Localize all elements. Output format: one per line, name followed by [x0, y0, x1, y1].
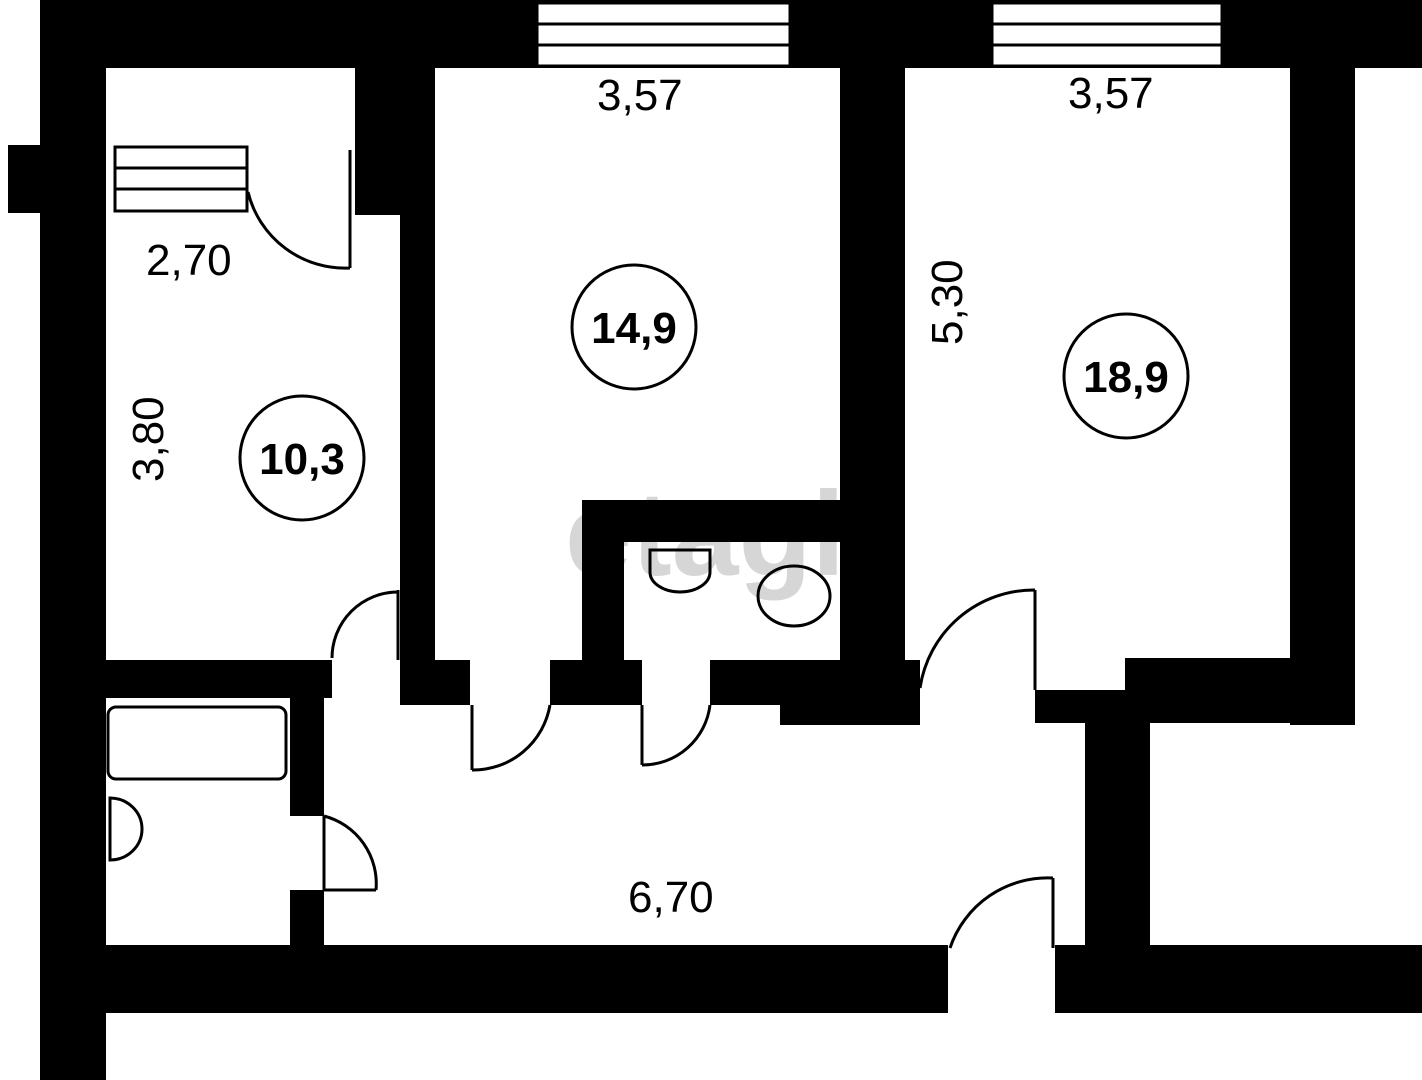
wall-middle-right [840, 60, 905, 720]
dim-right-height: 5,30 [923, 259, 972, 345]
dim-right-width: 3,57 [1068, 69, 1154, 118]
toilet-icon [756, 564, 832, 628]
wall-bottom-right [1055, 945, 1422, 1013]
area-middle-room: 14,9 [591, 304, 677, 353]
door-entrance [948, 876, 1055, 949]
wall-middle-bottom-a [400, 660, 470, 705]
door-middle-room [470, 704, 552, 772]
bathtub-icon [106, 705, 288, 781]
window-balcony [113, 145, 249, 213]
window-middle-room [535, 1, 792, 68]
door-left-room [330, 590, 400, 660]
doors [246, 150, 1055, 949]
area-left-room: 10,3 [259, 435, 345, 484]
area-badge-left-room: 10,3 [238, 394, 366, 522]
wall-left-room-bottom [40, 660, 332, 698]
wall-right [1290, 40, 1355, 725]
window-right-room [990, 1, 1224, 68]
wall-left-stub [8, 145, 106, 213]
wall-left-middle [400, 35, 435, 695]
dimension-labels: 3,57 3,57 2,70 3,80 5,30 6,70 [124, 69, 1154, 922]
wall-corridor-right [1085, 690, 1150, 950]
wall-right-bottom-c [1125, 658, 1355, 723]
wall-wc-top [582, 500, 852, 542]
area-badge-right-room: 18,9 [1062, 312, 1190, 440]
wc-sink-icon [648, 548, 712, 594]
door-wc [640, 704, 712, 767]
dim-middle-width: 3,57 [597, 71, 683, 120]
fixtures [106, 548, 832, 862]
door-balcony [246, 150, 352, 270]
area-right-room: 18,9 [1083, 353, 1169, 402]
area-badge-middle-room: 14,9 [570, 263, 698, 391]
wall-bathroom-right-lower [290, 890, 324, 950]
dim-left-height: 3,80 [124, 396, 173, 482]
bathroom-sink-icon [108, 796, 144, 862]
wall-bathroom-right-upper [290, 698, 324, 816]
wall-right-bottom-b [780, 695, 920, 725]
dim-corridor-length: 6,70 [628, 873, 714, 922]
dim-left-width: 2,70 [146, 236, 232, 285]
door-right-room [918, 588, 1037, 690]
wall-bottom-left [40, 945, 948, 1013]
door-bathroom [322, 814, 378, 892]
